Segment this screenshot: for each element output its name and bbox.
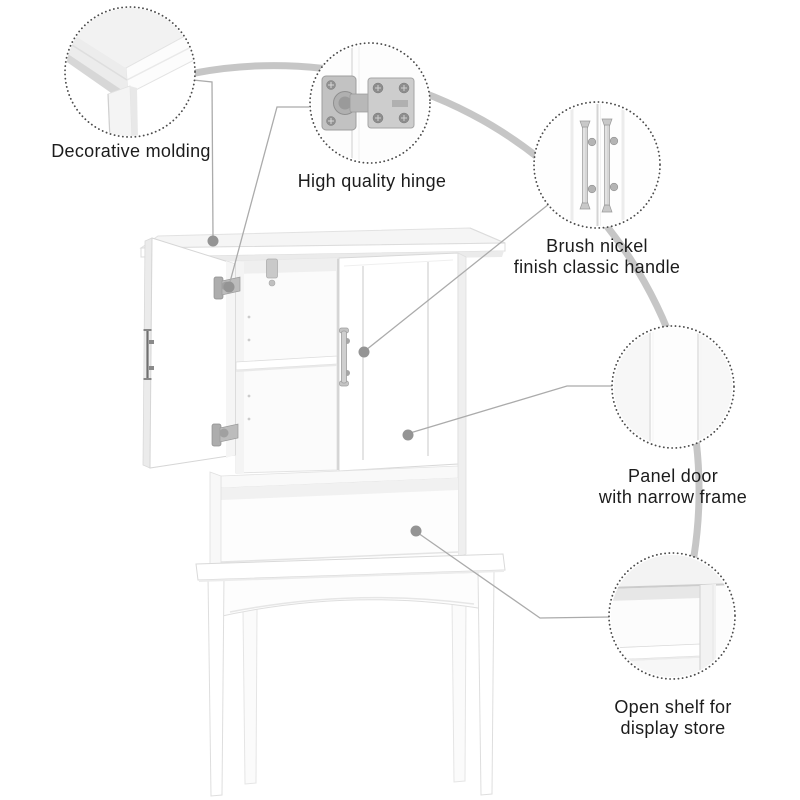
handle-label-line2: finish classic handle (513, 257, 681, 277)
hinge-dotted-ring (309, 42, 431, 164)
stand-base (195, 553, 506, 797)
shelf-label: Open shelf for display store (614, 697, 731, 739)
cabinet-top-molding (139, 227, 506, 263)
leader-lines (192, 79, 612, 619)
handle-label-line1: Brush nickel (546, 236, 648, 256)
panel-dotted-ring (611, 325, 735, 449)
hinge-label: High quality hinge (297, 171, 447, 191)
callout-panel (611, 325, 735, 449)
shelf-marker-dot (410, 525, 422, 537)
handle-dotted-ring (533, 101, 661, 229)
molding-dotted-ring (64, 6, 196, 138)
shelf-label-line2: display store (620, 718, 726, 738)
hinge-zoom-graphic (312, 45, 428, 161)
hinge-marker-dot (223, 281, 235, 293)
handle-leader (365, 203, 550, 351)
molding-label: Decorative molding (51, 141, 211, 161)
shelf-dotted-ring (608, 552, 736, 680)
panel-label: Panel door with narrow frame (599, 466, 747, 508)
right-handle-graphic (601, 118, 619, 213)
panel-marker-dot (402, 429, 414, 441)
panel-label-line1: Panel door (627, 466, 719, 486)
bottom-hinge (211, 423, 239, 447)
hinge-leader (229, 106, 309, 283)
right-door-handle (339, 327, 350, 387)
left-handle-graphic (579, 120, 597, 210)
back-left-leg (242, 608, 258, 785)
callout-molding (64, 6, 196, 138)
handle-zoom-graphic (536, 104, 658, 226)
molding-zoom-graphic (66, 8, 194, 136)
front-right-leg (477, 569, 495, 796)
right-panel-door (337, 252, 467, 559)
marker-dots (207, 235, 422, 537)
panel-label-line2: with narrow frame (598, 487, 748, 507)
cabinet-interior (235, 257, 338, 474)
open-shelf-compartment (209, 471, 459, 576)
stand-top-board (195, 553, 506, 581)
cabinet-illustration (139, 227, 506, 797)
door-catch (266, 258, 278, 287)
callout-handle (533, 101, 661, 229)
left-door-open (142, 237, 241, 469)
front-left-leg (207, 574, 225, 797)
left-door-handle (143, 329, 154, 380)
callout-shelf (608, 552, 736, 680)
molding-marker-dot (207, 235, 219, 247)
shelf-leader (417, 532, 611, 619)
handle-label: Brush nickel finish classic handle (514, 236, 680, 278)
molding-leader (192, 79, 214, 238)
shelf-label-line1: Open shelf for (614, 697, 732, 717)
panel-leader (409, 385, 612, 434)
callout-hinge (309, 42, 431, 164)
back-right-leg (451, 597, 467, 783)
handle-marker-dot (358, 346, 370, 358)
